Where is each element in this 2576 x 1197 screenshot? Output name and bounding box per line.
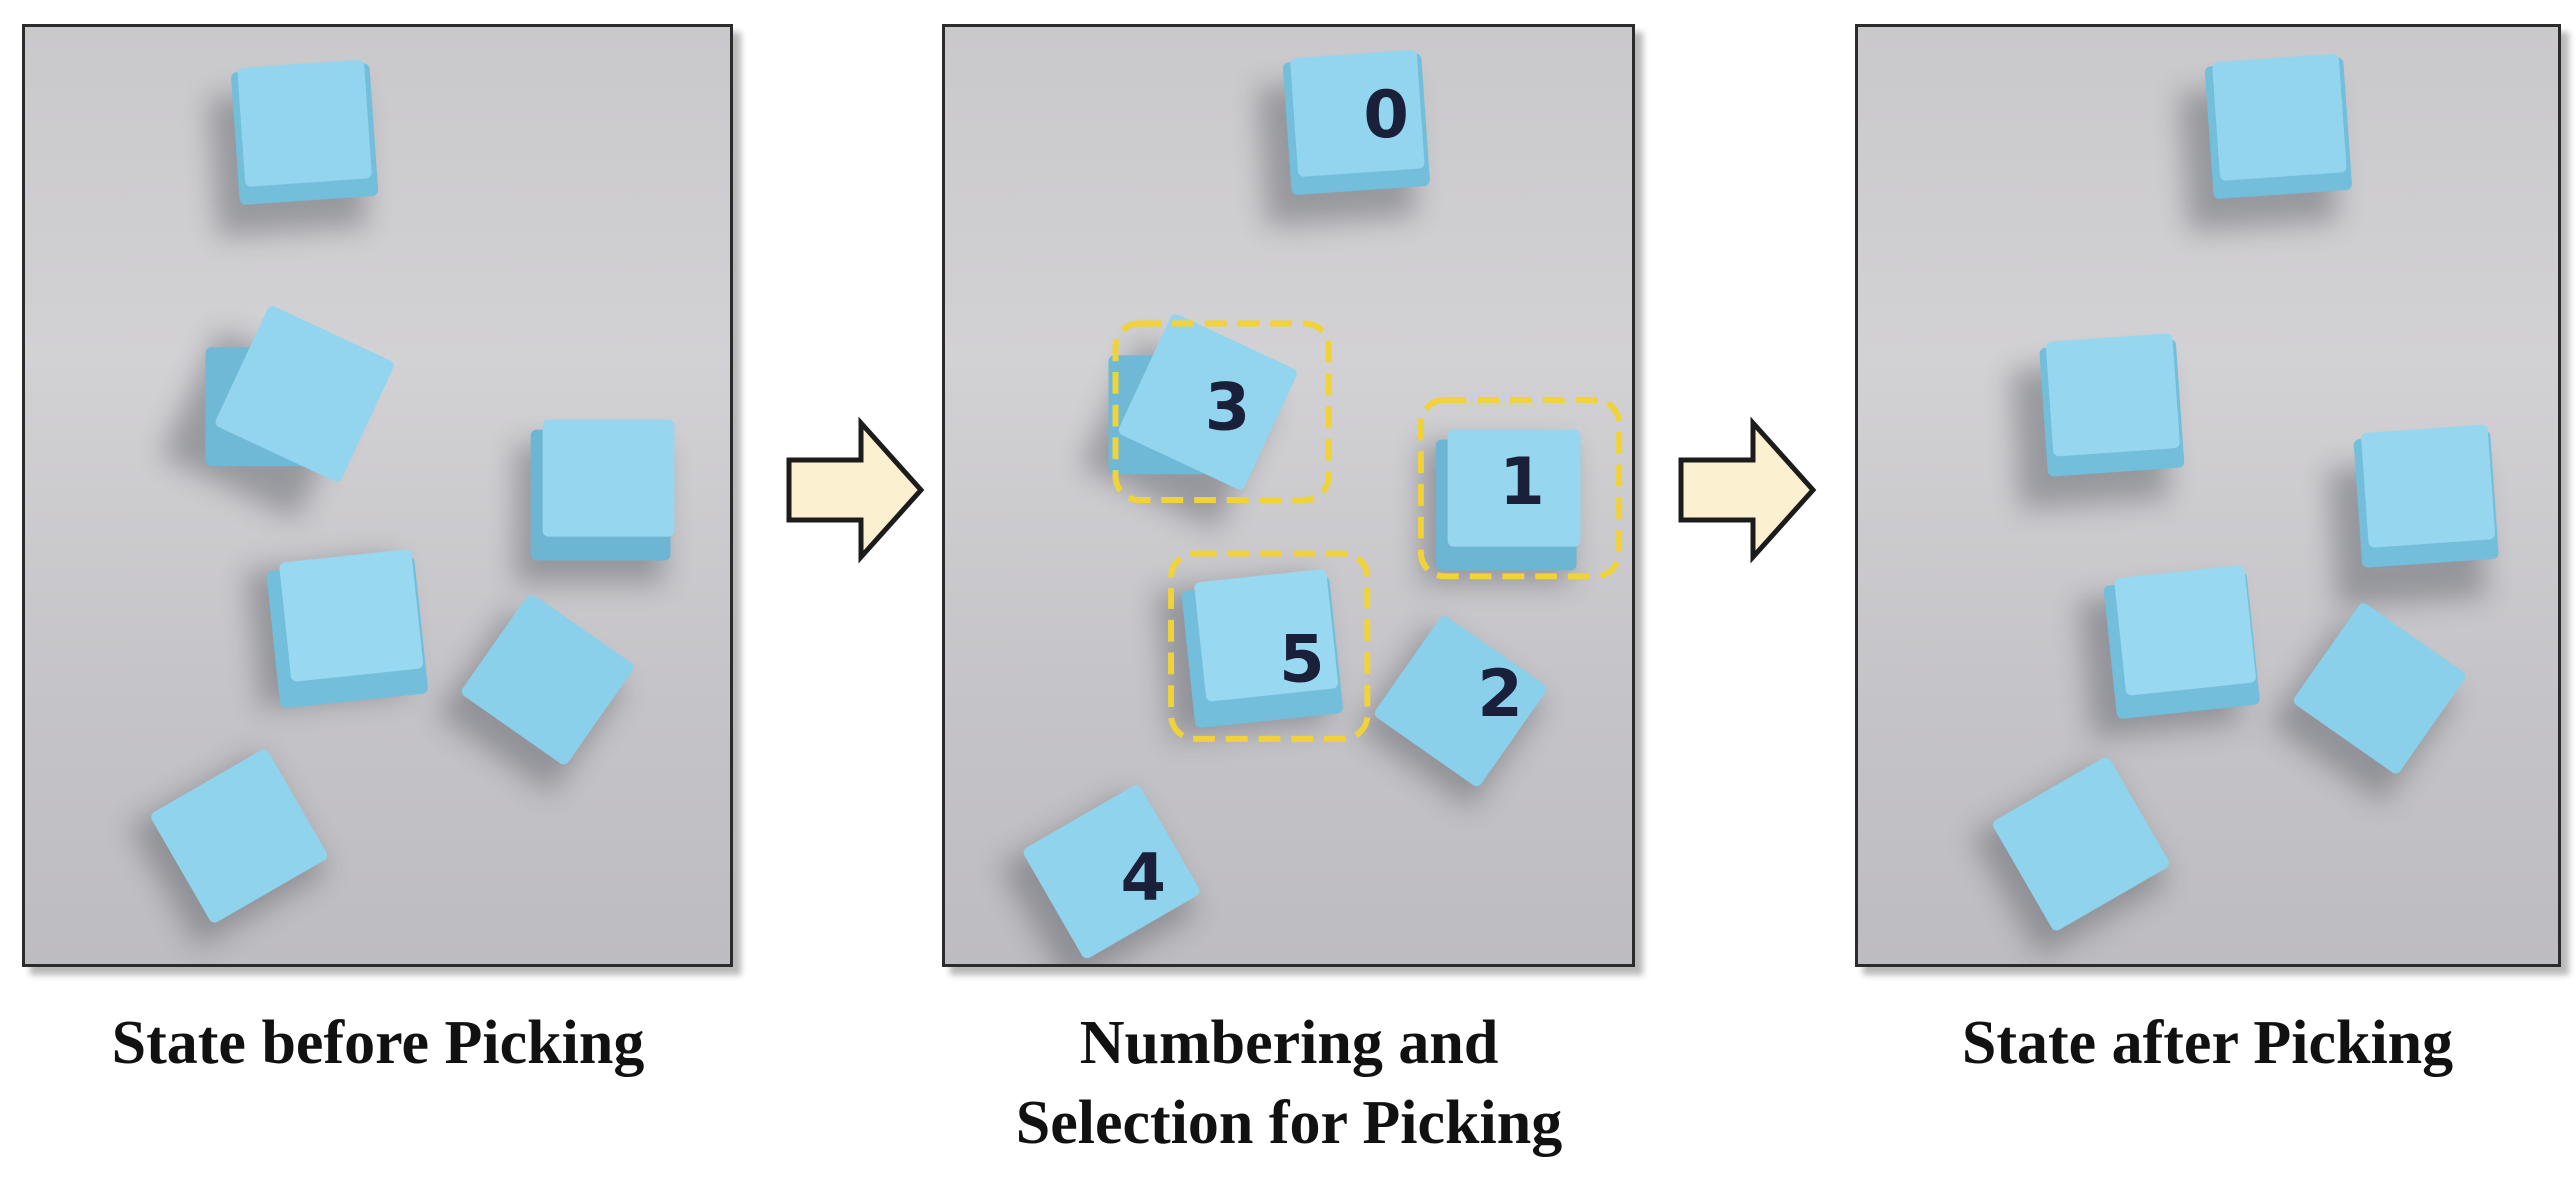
scene-after	[1971, 53, 2499, 958]
block-number-labels: 0 1 2 3 4 5	[1121, 77, 1545, 915]
block-4	[1023, 785, 1200, 959]
block-number-label: 5	[1279, 621, 1325, 697]
block	[2353, 424, 2499, 568]
caption-state-after: State after Picking	[1855, 1003, 2561, 1083]
block	[2103, 565, 2260, 719]
block-number-label: 4	[1121, 839, 1167, 915]
panel-state-before	[22, 24, 733, 967]
block	[2039, 333, 2185, 477]
block	[1993, 757, 2170, 931]
selection-box-block-5	[1168, 550, 1371, 742]
panel-numbering-selection: 0 1 2 3 4 5	[942, 24, 1635, 967]
selection-box-block-1	[1417, 396, 1623, 580]
caption-text-line-1: Numbering and	[1079, 1009, 1499, 1077]
block	[266, 549, 428, 709]
selection-box-block-3	[1112, 320, 1332, 503]
caption-numbering-selection: Numbering and Selection for Picking	[899, 1003, 1679, 1163]
block	[231, 59, 379, 205]
caption-text: State after Picking	[1961, 1009, 2454, 1077]
block-5	[1181, 569, 1343, 728]
panel-state-after	[1855, 24, 2561, 967]
block-2	[1374, 616, 1547, 787]
block-number-label: 1	[1499, 444, 1545, 520]
selection-boxes	[1112, 320, 1623, 742]
block	[2293, 603, 2466, 774]
caption-text: State before Picking	[111, 1009, 644, 1077]
scene-before	[129, 59, 675, 948]
caption-text-line-2: Selection for Picking	[1015, 1089, 1563, 1157]
scene-numbering: 0 1 2 3 4 5	[999, 49, 1623, 964]
block	[151, 749, 328, 923]
blocks	[1993, 53, 2499, 931]
right-arrow-icon	[786, 416, 925, 564]
right-arrow-icon	[1678, 416, 1817, 564]
block-number-label: 2	[1477, 656, 1523, 732]
block	[2204, 53, 2352, 199]
block-number-label: 3	[1205, 370, 1251, 446]
block	[461, 595, 634, 765]
block	[205, 306, 394, 482]
block-1	[1435, 429, 1581, 571]
block	[530, 419, 675, 561]
block-0	[1282, 49, 1430, 195]
numbered-blocks	[1023, 49, 1581, 959]
blocks	[151, 59, 675, 923]
block-number-label: 0	[1363, 77, 1409, 153]
caption-state-before: State before Picking	[22, 1003, 733, 1083]
block-3	[1108, 314, 1297, 490]
